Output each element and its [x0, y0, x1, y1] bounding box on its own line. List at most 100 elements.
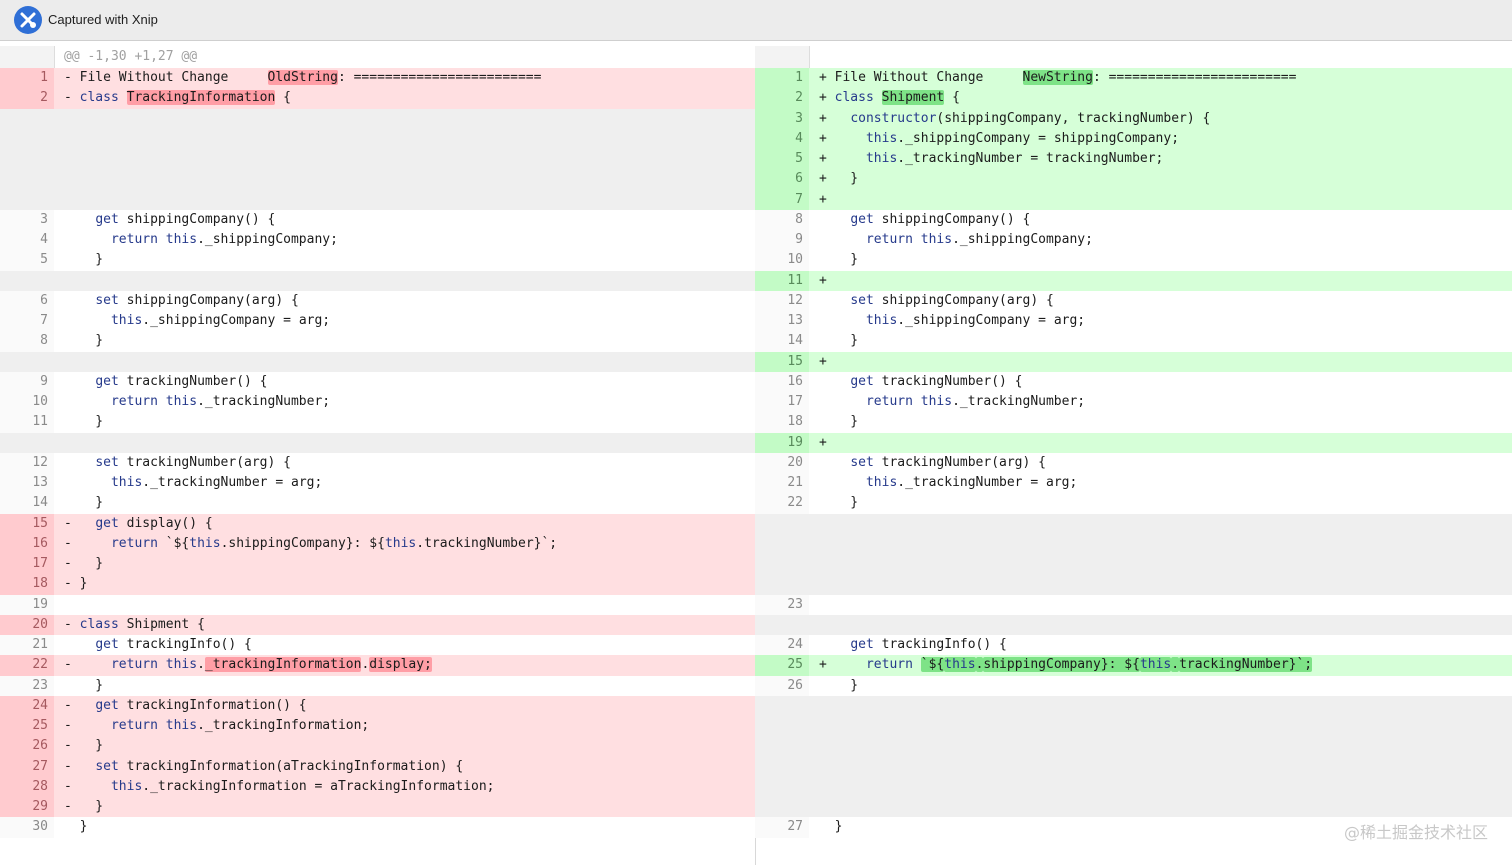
right-diff-line-ctx: 9 return this._shippingCompany;	[755, 230, 1512, 251]
code-token: trackingNumber() {	[873, 373, 1023, 389]
line-number	[755, 533, 809, 554]
code-token: shippingCompany(arg) {	[873, 292, 1054, 308]
code-token: ._shippingCompany = arg;	[897, 313, 1086, 328]
changed-token: OldString	[267, 70, 338, 85]
code-text: +	[819, 352, 1512, 372]
left-diff-line-del: 29- }	[0, 797, 755, 818]
code-text: get shippingCompany() {	[819, 210, 1512, 230]
line-number	[755, 574, 809, 595]
code-token: -	[64, 758, 96, 774]
code-token: }	[819, 495, 859, 511]
code-text: get trackingInfo() {	[819, 635, 1512, 655]
code-token: ._trackingInformation = aTrackingInforma…	[142, 778, 495, 794]
code-text: }	[64, 250, 755, 270]
line-number: 6	[755, 169, 809, 190]
code-token: trackingInfo() {	[873, 637, 1007, 652]
right-diff-line-ctx: 14 }	[755, 331, 1512, 352]
right-diff-line-add: 2+ class Shipment {	[755, 88, 1512, 109]
keyword-token: this	[110, 475, 143, 490]
code-text: + class Shipment {	[819, 88, 1512, 108]
left-diff-line-ctx: 3 get shippingCompany() {	[0, 209, 755, 230]
code-text: - class TrackingInformation {	[64, 88, 755, 108]
code-token: }	[64, 677, 104, 693]
line-number	[0, 189, 54, 210]
code-text: - set trackingInformation(aTrackingInfor…	[64, 757, 755, 777]
line-number: 4	[0, 230, 54, 251]
keyword-token: this	[110, 313, 143, 328]
keyword-token: get	[850, 637, 874, 652]
code-token: ._trackingNumber;	[197, 394, 331, 409]
line-number	[0, 169, 54, 190]
code-token	[819, 313, 866, 328]
line-number: 30	[0, 817, 54, 838]
keyword-token: get	[95, 515, 119, 531]
code-token: -	[64, 535, 111, 551]
right-diff-line-add: 6+ }	[755, 169, 1512, 190]
code-token: trackingNumber() {	[118, 373, 268, 389]
code-token: ._trackingInformation;	[197, 718, 370, 733]
code-token: ._shippingCompany = shippingCompany;	[897, 130, 1180, 146]
keyword-token: set	[850, 292, 874, 308]
code-text: }	[819, 331, 1512, 351]
right-diff-line-ctx: 23	[755, 594, 1512, 615]
code-token	[64, 637, 95, 652]
changed-token: NewString	[1022, 70, 1093, 85]
code-text	[819, 574, 1512, 594]
line-number	[755, 554, 809, 575]
line-number: 18	[755, 412, 809, 433]
line-number: 25	[0, 716, 54, 737]
right-diff-line-empty	[755, 554, 1512, 575]
code-text: this._trackingNumber = arg;	[64, 473, 755, 493]
code-text: this._shippingCompany = arg;	[819, 311, 1512, 331]
line-number: 1	[755, 68, 809, 89]
right-diff-line-add: 1+ File Without Change NewString: ======…	[755, 68, 1512, 89]
keyword-token: get	[850, 211, 874, 227]
code-token: -	[64, 515, 96, 531]
keyword-token: set	[850, 454, 874, 470]
code-token: }	[819, 252, 859, 268]
hunk-header-right	[755, 46, 1512, 68]
code-token: trackingInformation(aTrackingInformation…	[118, 758, 464, 774]
line-number: 15	[0, 513, 54, 534]
code-token: -	[64, 90, 80, 106]
code-text: }	[64, 412, 755, 432]
keyword-token: get	[95, 697, 119, 713]
code-token: ._trackingNumber;	[952, 394, 1086, 409]
code-text: }	[64, 331, 755, 351]
hunk-header-text: @@ -1,30 +1,27 @@	[64, 49, 198, 64]
right-diff-line-ctx: 24 get trackingInfo() {	[755, 635, 1512, 656]
keyword-token: get	[95, 637, 119, 652]
keyword-token: set	[95, 758, 119, 774]
code-text: + this._shippingCompany = shippingCompan…	[819, 129, 1512, 149]
line-number: 3	[755, 108, 809, 129]
right-diff-line-add: 25+ return `${this.shippingCompany}: ${t…	[755, 655, 1512, 676]
code-token: File Without Change	[834, 70, 1023, 85]
line-number: 27	[755, 817, 809, 838]
right-diff-line-add: 5+ this._trackingNumber = trackingNumber…	[755, 149, 1512, 170]
code-text	[64, 190, 755, 210]
code-token: ._trackingNumber = arg;	[142, 475, 323, 490]
left-diff-line-del: 16- return `${this.shippingCompany}: ${t…	[0, 533, 755, 554]
code-token: +	[819, 191, 827, 207]
code-token: }	[64, 819, 88, 835]
left-diff-line-ctx: 13 this._trackingNumber = arg;	[0, 473, 755, 494]
title-bar: Captured with Xnip	[0, 0, 1512, 41]
keyword-token: return this	[110, 232, 198, 247]
code-text: - }	[64, 574, 755, 594]
line-number: 12	[0, 452, 54, 473]
line-number: 10	[755, 250, 809, 271]
code-text: - }	[64, 797, 755, 817]
line-number: 10	[0, 392, 54, 413]
keyword-token: this	[865, 130, 898, 146]
left-diff-line-empty	[0, 351, 755, 372]
window-title: Captured with Xnip	[48, 12, 158, 27]
code-token	[819, 232, 866, 247]
code-token: : ========================	[1092, 70, 1297, 85]
line-number	[755, 776, 809, 797]
left-diff-line-ctx: 9 get trackingNumber() {	[0, 371, 755, 392]
keyword-token: set	[95, 454, 119, 470]
code-text	[819, 554, 1512, 574]
code-text: }	[819, 493, 1512, 513]
code-text	[819, 595, 1512, 615]
code-token: ._trackingNumber = trackingNumber;	[897, 151, 1164, 166]
